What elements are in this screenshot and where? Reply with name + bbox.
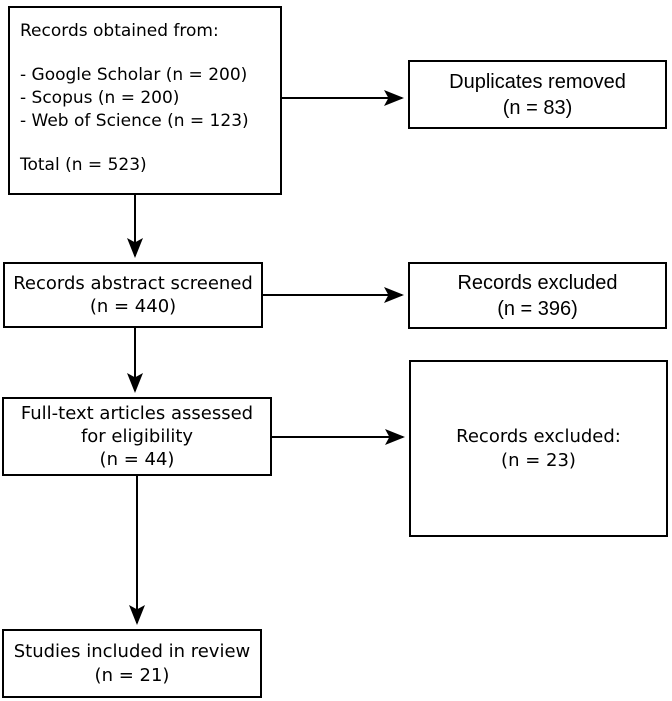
box-text-line: (n = 440) bbox=[89, 296, 177, 317]
box-duplicates-removed: Duplicates removed (n = 83) bbox=[408, 60, 667, 129]
box-text-line: Total (n = 523) bbox=[20, 154, 147, 175]
box-abstract-screened: Records abstract screened (n = 440) bbox=[3, 262, 263, 328]
box-text-line: Duplicates removed bbox=[449, 70, 626, 93]
box-text-line: Records excluded bbox=[457, 271, 618, 294]
box-records-excluded-abstract: Records excluded (n = 396) bbox=[408, 262, 667, 329]
box-text-line: (n = 44) bbox=[99, 449, 175, 471]
box-text-line: - Google Scholar (n = 200) bbox=[20, 65, 248, 86]
box-text-line: Records abstract screened bbox=[13, 272, 253, 294]
box-records-excluded-fulltext: Records excluded: (n = 23) bbox=[409, 360, 668, 537]
box-text-line: Records excluded: bbox=[456, 426, 621, 448]
box-studies-included: Studies included in review (n = 21) bbox=[2, 629, 262, 698]
box-text-line: (n = 83) bbox=[502, 96, 573, 119]
box-records-obtained: Records obtained from: - Google Scholar … bbox=[8, 6, 282, 195]
box-text-line: Studies included in review bbox=[13, 641, 251, 663]
box-text-line: for eligibility bbox=[80, 425, 194, 447]
box-text-line: (n = 23) bbox=[501, 449, 576, 471]
box-text-line: Records obtained from: bbox=[20, 21, 219, 41]
box-fulltext-assessed: Full-text articles assessed for eligibil… bbox=[2, 397, 272, 476]
box-text-line: (n = 21) bbox=[94, 664, 170, 686]
box-text-line: - Web of Science (n = 123) bbox=[20, 110, 249, 131]
box-text-line: - Scopus (n = 200) bbox=[20, 87, 180, 108]
box-text-line: Full-text articles assessed bbox=[20, 402, 254, 424]
box-text-line: (n = 396) bbox=[497, 297, 578, 320]
